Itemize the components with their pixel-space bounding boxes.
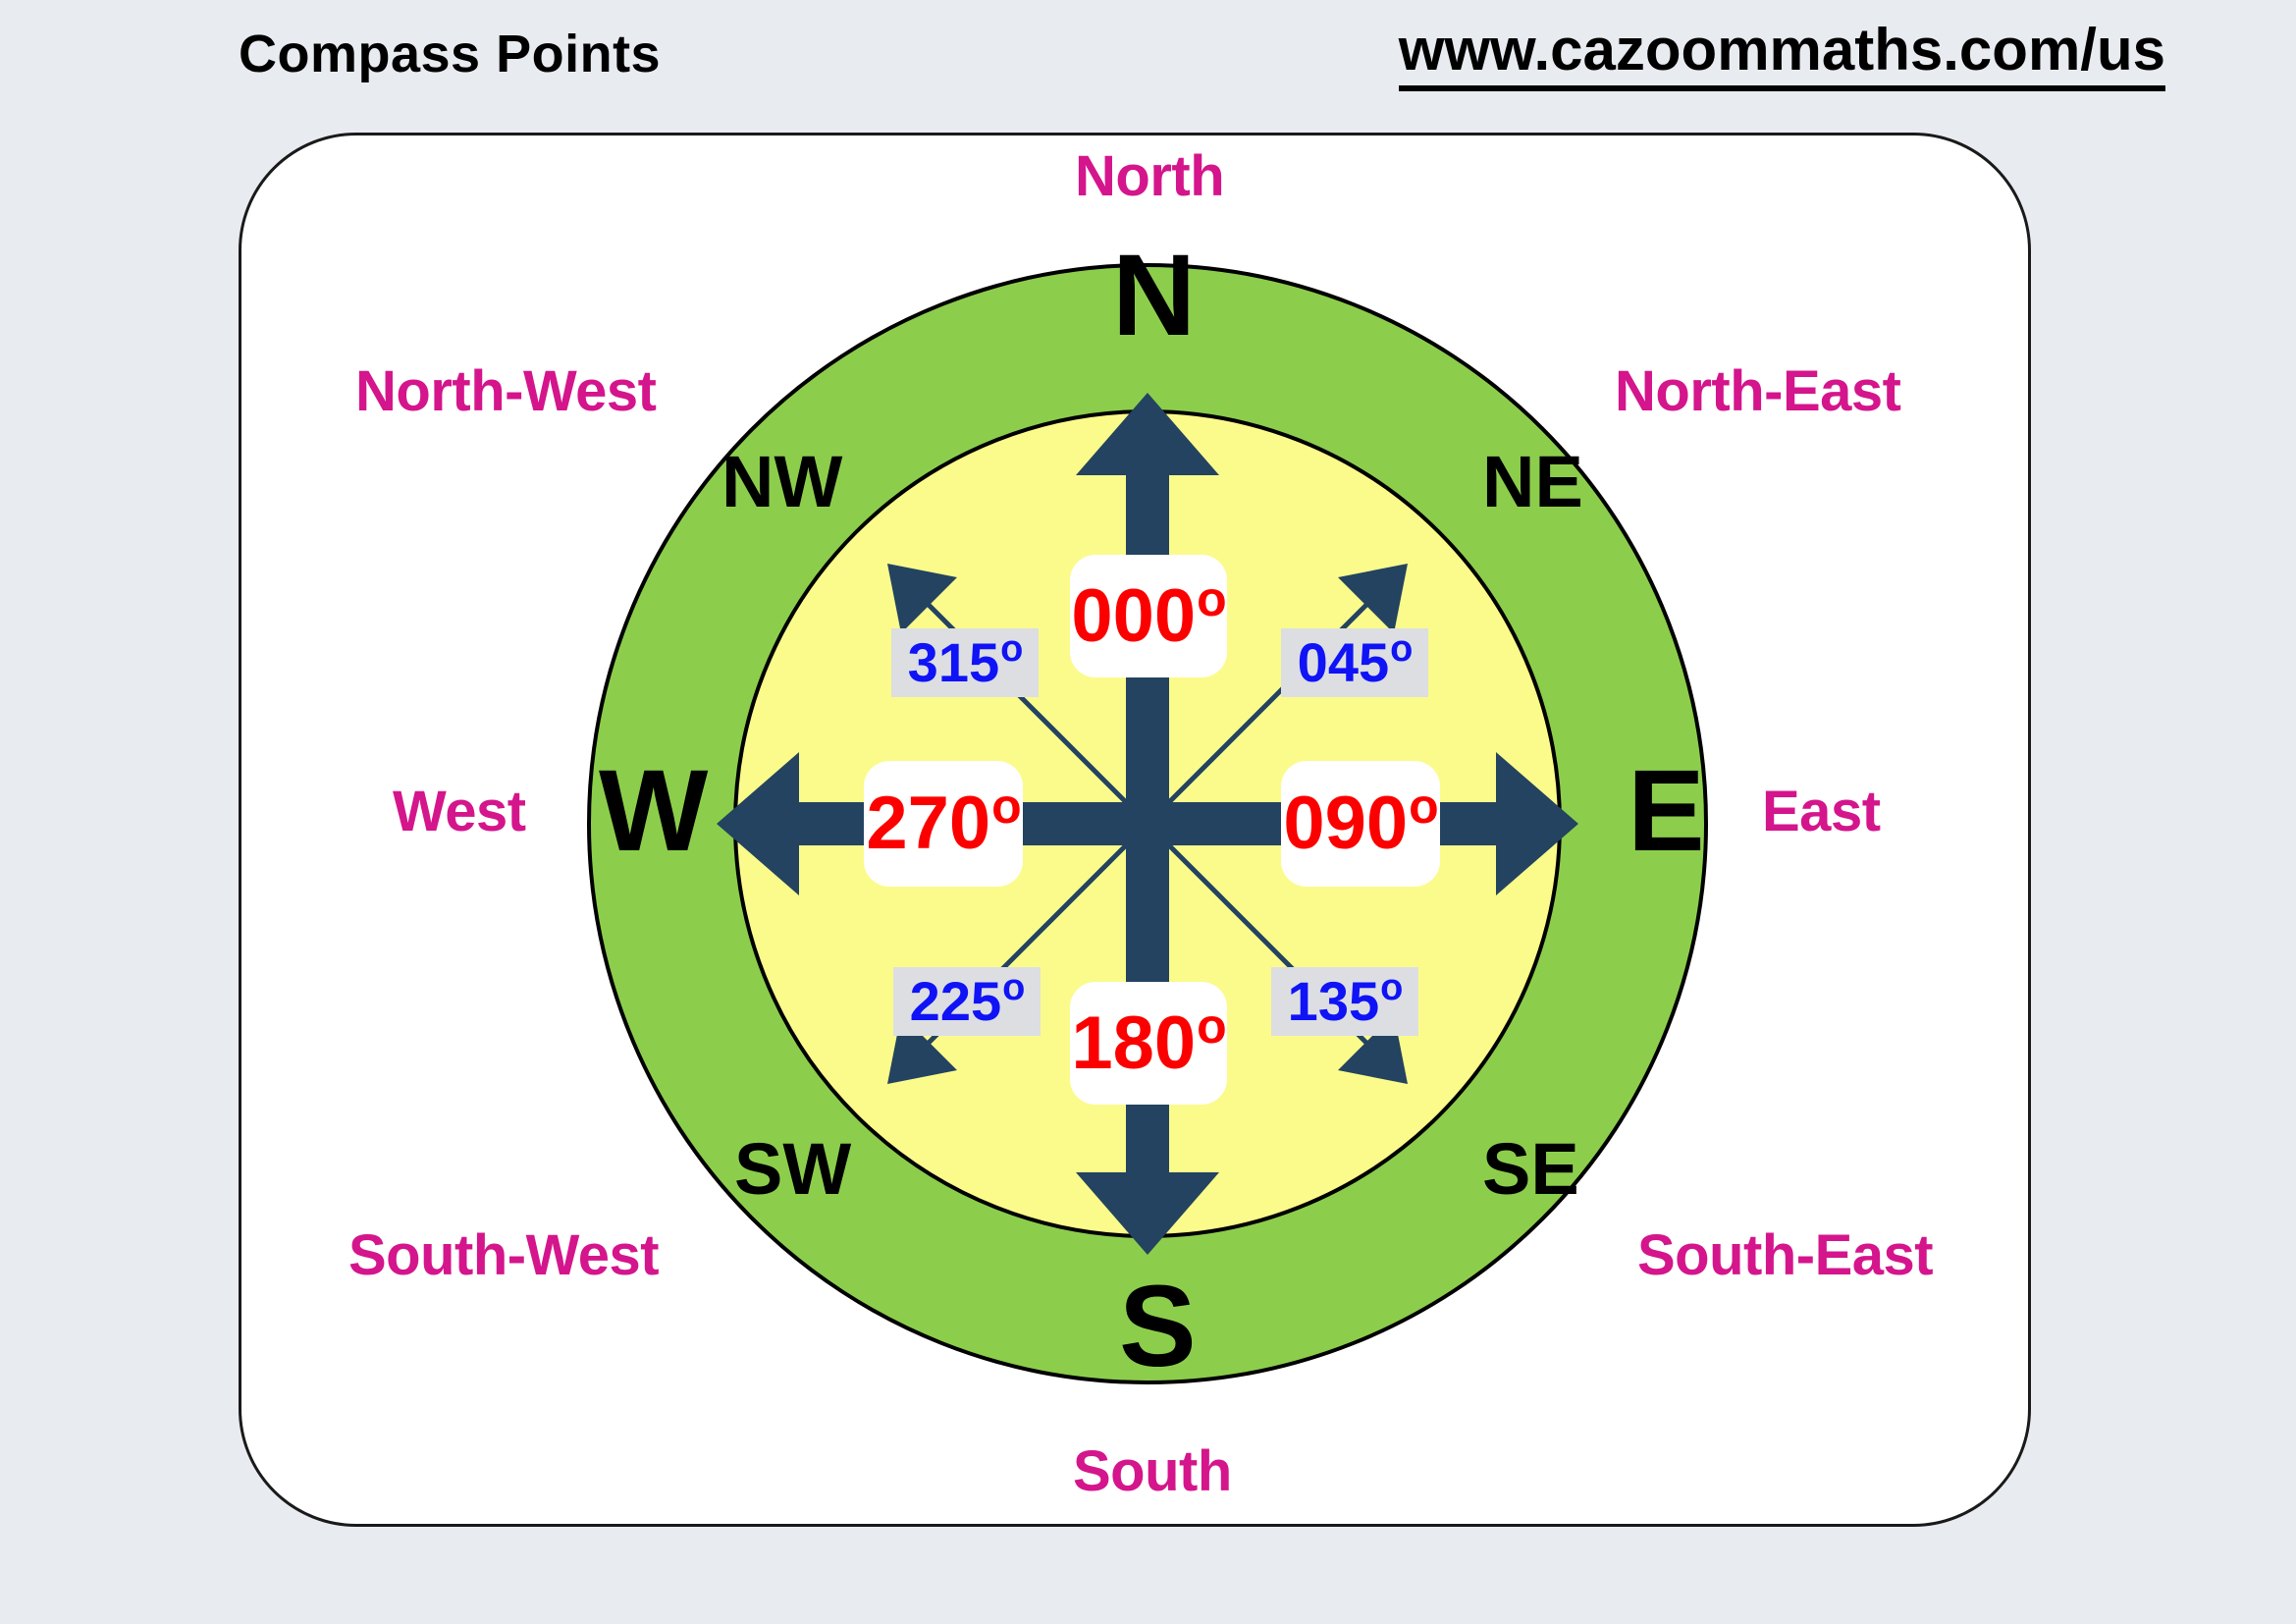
outer-label-east: East xyxy=(1762,780,1881,843)
bearing-value-east: 090 xyxy=(1283,782,1409,865)
ring-letter-sw: SW xyxy=(734,1128,852,1210)
page-title: Compass Points xyxy=(239,25,662,83)
ring-letter-ne: NE xyxy=(1482,441,1583,522)
degree-symbol-west: o xyxy=(991,779,1022,834)
degree-symbol-south-west: o xyxy=(1002,967,1026,1008)
outer-label-north: North xyxy=(1075,144,1225,208)
outer-label-south-west: South-West xyxy=(348,1223,660,1287)
degree-symbol-north-east: o xyxy=(1390,628,1414,670)
bearing-value-north: 000 xyxy=(1071,573,1197,658)
outer-label-south: South xyxy=(1073,1439,1232,1503)
page-header: Compass Points www.cazoommaths.com/us xyxy=(0,0,2296,118)
ring-letter-w: W xyxy=(599,746,709,876)
degree-symbol-north: o xyxy=(1197,570,1227,626)
outer-label-north-east: North-East xyxy=(1615,359,1901,423)
degree-symbol-east: o xyxy=(1409,779,1439,834)
bearing-value-north-west: 315 xyxy=(907,631,1000,693)
ring-letter-e: E xyxy=(1628,746,1705,876)
bearing-value-south-west: 225 xyxy=(909,970,1002,1032)
bearing-value-south: 180 xyxy=(1071,1001,1197,1085)
degree-symbol-south-east: o xyxy=(1380,967,1404,1008)
ring-letter-se: SE xyxy=(1482,1128,1579,1210)
bearing-value-west: 270 xyxy=(866,782,991,865)
outer-label-north-west: North-West xyxy=(355,359,657,423)
degree-symbol-south: o xyxy=(1197,998,1227,1054)
ring-letter-s: S xyxy=(1119,1262,1197,1391)
site-url-link[interactable]: www.cazoommaths.com/us xyxy=(1398,18,2165,91)
bearing-value-south-east: 135 xyxy=(1287,970,1380,1032)
bearing-value-north-east: 045 xyxy=(1297,631,1390,693)
outer-label-west: West xyxy=(393,780,526,843)
ring-letter-nw: NW xyxy=(721,441,843,522)
ring-letter-n: N xyxy=(1112,231,1197,360)
degree-symbol-north-west: o xyxy=(1000,628,1024,670)
outer-label-south-east: South-East xyxy=(1637,1223,1934,1287)
